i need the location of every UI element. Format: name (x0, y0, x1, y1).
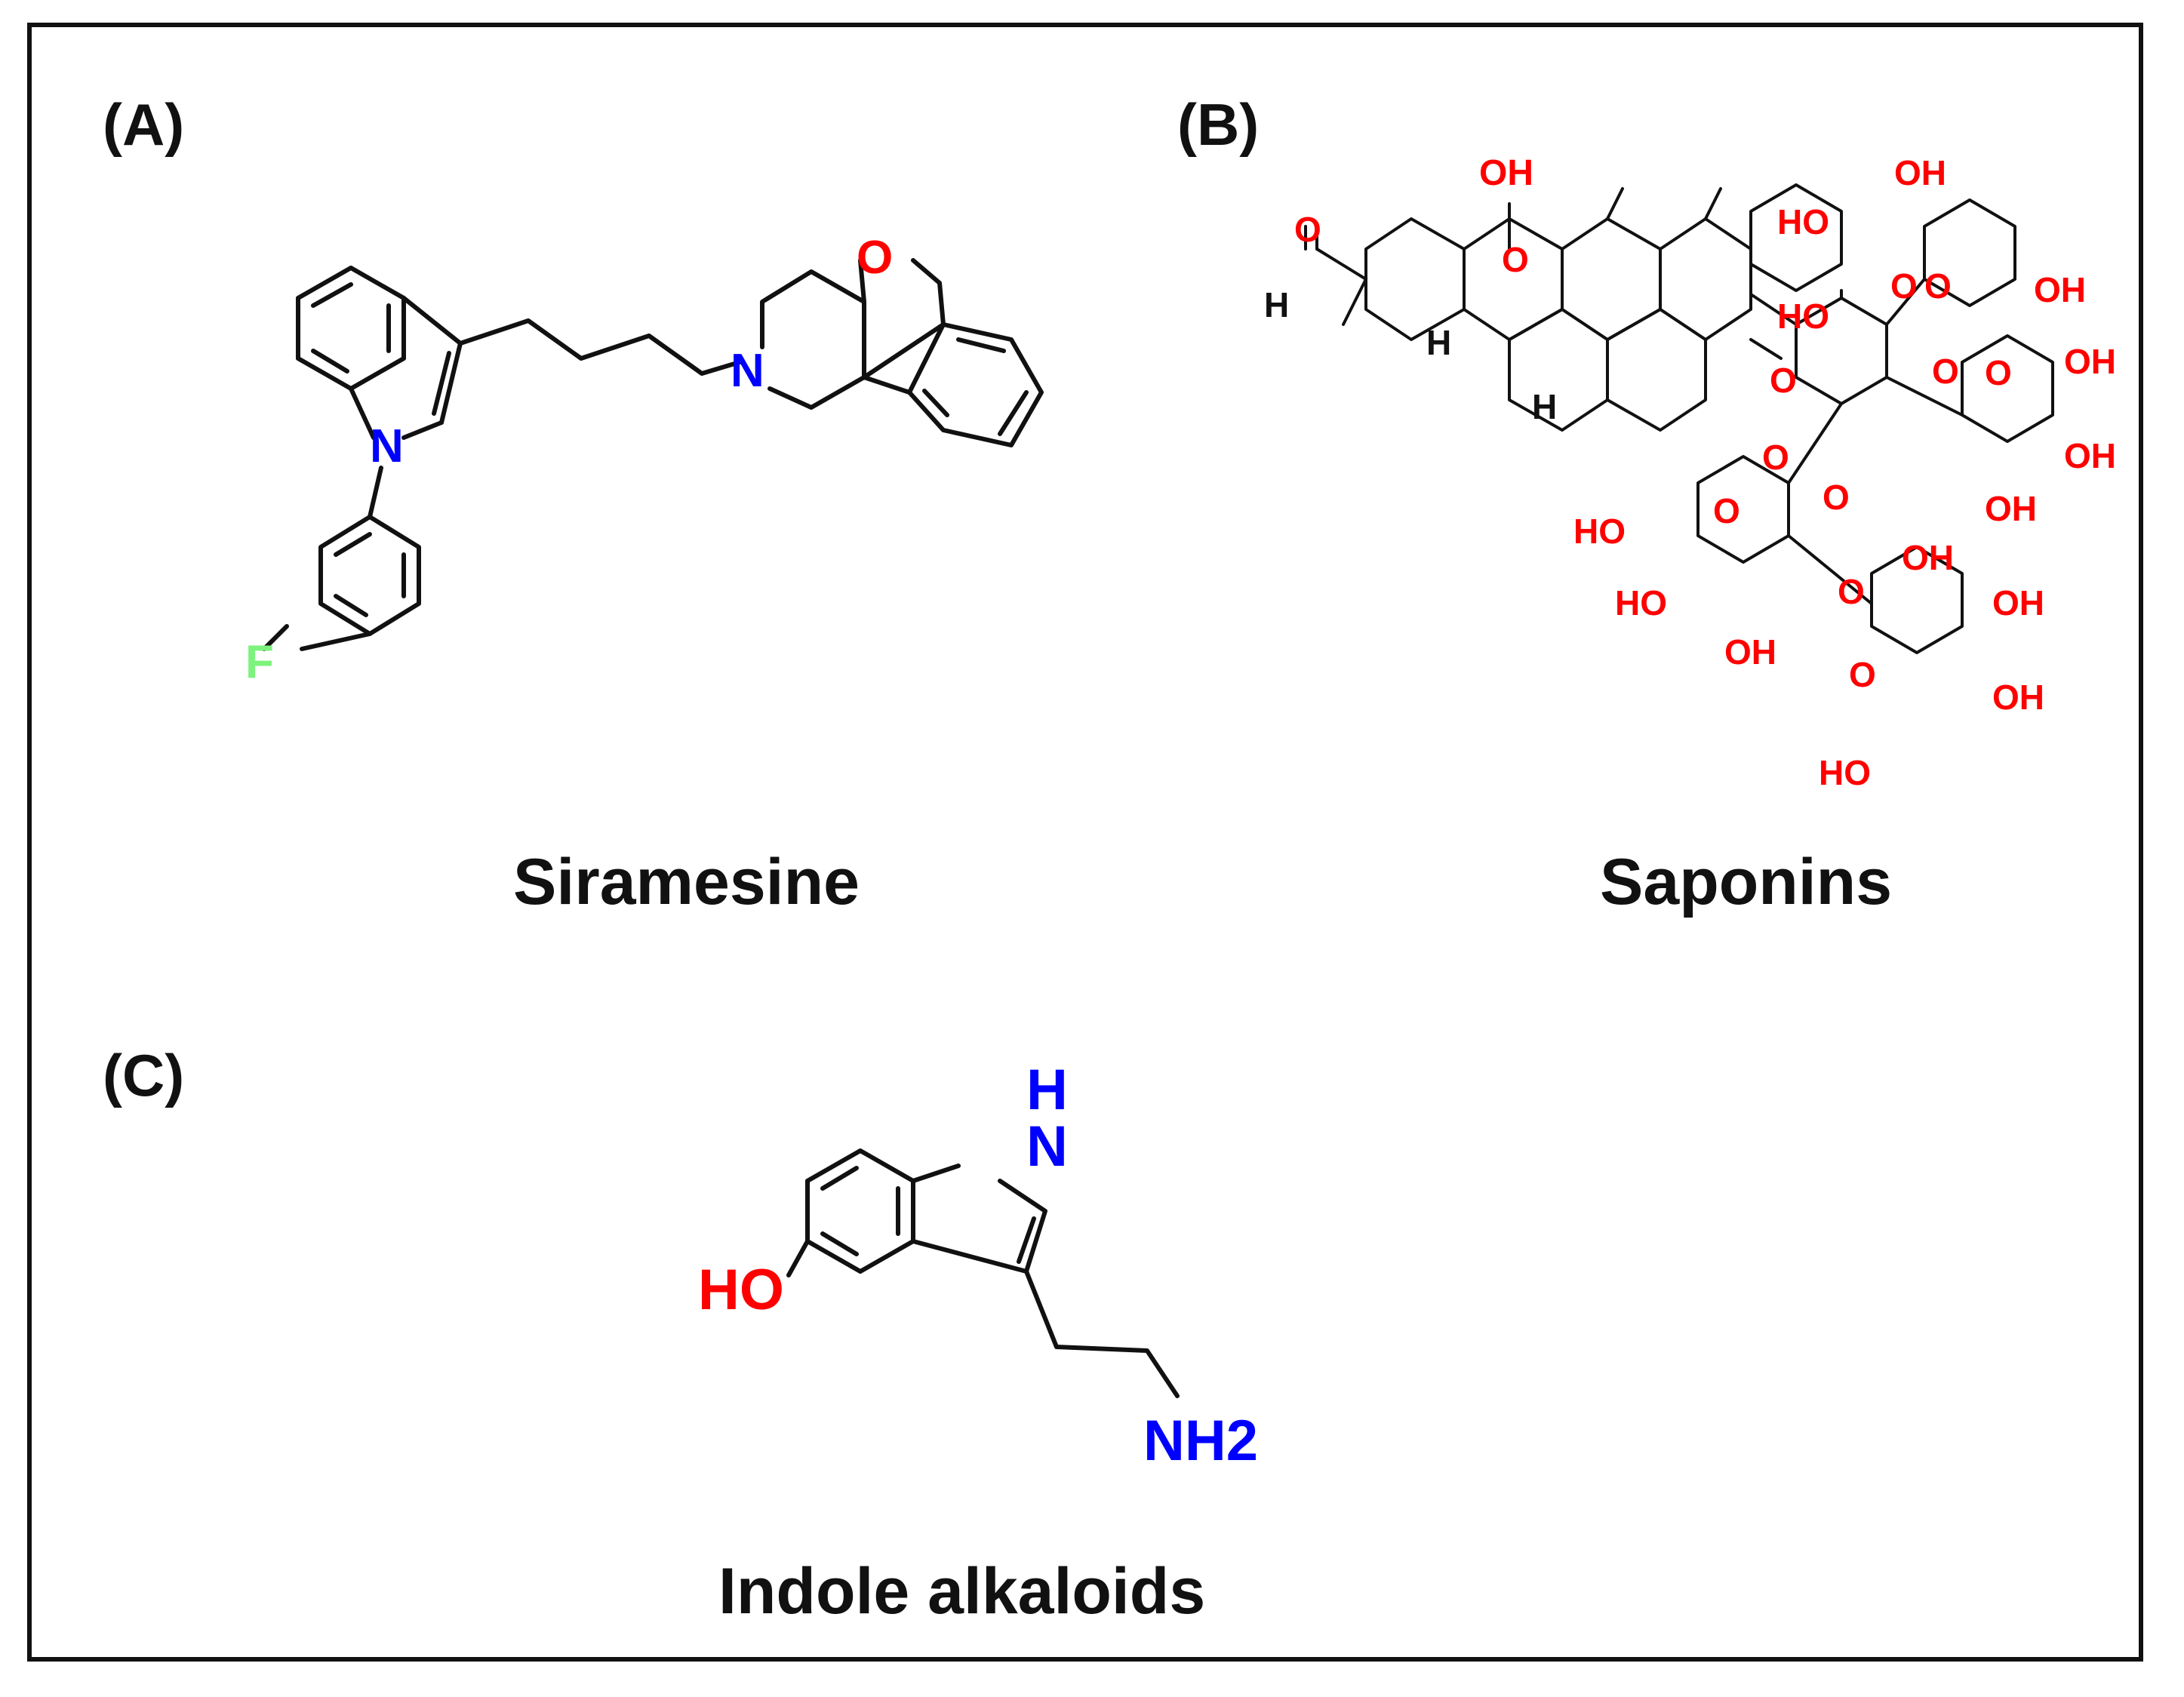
siramesine-furan-o: O (857, 232, 893, 284)
saponin-ring-o-8: O (1849, 655, 1876, 694)
saponin-oh-top: OH (1479, 153, 1533, 193)
saponin-ring-o-4: O (1823, 478, 1850, 517)
saponin-ho-4: HO (1615, 583, 1667, 623)
saponin-ho-5: HO (1819, 753, 1871, 792)
saponin-aldehyde-h: H (1264, 285, 1289, 324)
saponin-oh-4: OH (2064, 436, 2116, 475)
panel-label-c: (C) (103, 1042, 185, 1108)
saponin-glycoside-o: O (1762, 438, 1789, 477)
saponin-ring-o-3: O (1932, 352, 1959, 391)
saponin-structure (1304, 183, 2054, 654)
saponin-ho-1: HO (1777, 202, 1829, 241)
figure-frame (27, 23, 2143, 1662)
siramesine-structure (262, 258, 1044, 651)
saponin-ring-o-5: O (1838, 572, 1865, 611)
saponin-ring-o-2: O (1890, 266, 1918, 306)
compound-name-siramesine: Siramesine (513, 846, 860, 918)
saponin-oh-9: OH (1992, 678, 2044, 717)
saponin-oh-3: OH (2064, 342, 2116, 381)
compound-name-indole-alkaloids: Indole alkaloids (718, 1555, 1206, 1628)
indole-nh-nitrogen: N (1026, 1114, 1068, 1179)
saponin-ho-2: HO (1777, 297, 1829, 336)
saponin-ether-o-1: O (1502, 240, 1529, 279)
saponin-ho-3: HO (1573, 512, 1626, 551)
saponin-oh-1: OH (1894, 153, 1946, 192)
compound-name-saponins: Saponins (1600, 846, 1893, 918)
siramesine-fluorine: F (245, 636, 274, 688)
saponin-oh-6: OH (1724, 632, 1776, 672)
panel-label-b: (B) (1177, 91, 1260, 158)
indole-alkaloid-structure (786, 1148, 1180, 1398)
saponin-oh-5: OH (1985, 489, 2037, 528)
indole-hydroxyl: HO (698, 1258, 784, 1322)
siramesine-indole-n: N (370, 420, 404, 472)
saponin-ring-o-7: O (1713, 491, 1740, 530)
indole-amine: NH2 (1143, 1409, 1258, 1473)
saponin-aldehyde-o: O (1294, 210, 1321, 249)
panel-label-a: (A) (103, 91, 185, 158)
saponin-ring-o-1: O (1770, 361, 1797, 400)
saponin-ring-h-2: H (1532, 387, 1557, 426)
saponin-ring-o-9: O (1924, 266, 1952, 306)
saponin-oh-2: OH (2034, 270, 2086, 309)
saponin-oh-7: OH (1902, 538, 1954, 577)
siramesine-piperidine-n: N (731, 345, 764, 397)
indole-nh-hydrogen: H (1026, 1058, 1068, 1122)
saponin-ring-o-6: O (1985, 353, 2012, 392)
saponin-ring-h-1: H (1426, 323, 1451, 362)
saponin-oh-8: OH (1992, 583, 2044, 623)
